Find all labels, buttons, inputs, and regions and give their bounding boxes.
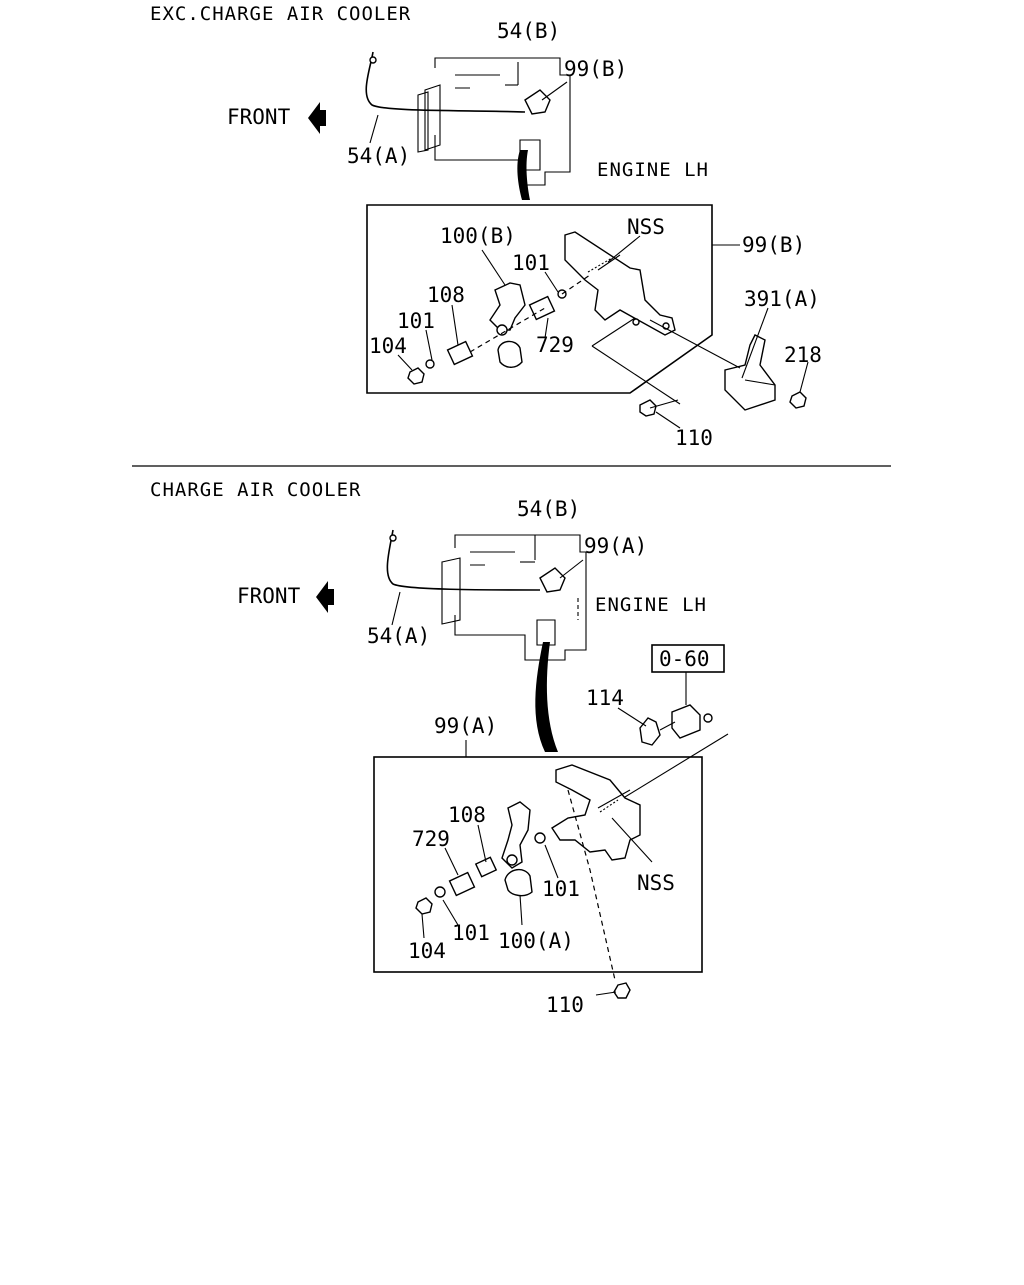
callout-104-lower: 104: [408, 939, 446, 963]
upper-bolt-110: [591, 317, 681, 429]
callout-nss-lower: NSS: [637, 871, 675, 895]
callout-99b: 99(B): [742, 233, 805, 257]
callout-391a: 391(A): [744, 287, 820, 311]
reference-box-0-60: [651, 644, 725, 673]
callout-101-upper-b: 101: [397, 309, 435, 333]
lower-clip-114: [617, 704, 729, 801]
upper-bracket: [564, 231, 676, 336]
upper-section: EXC.CHARGE AIR COOLER 54(B) 99(B) 54(A) …: [150, 3, 822, 450]
callout-100b: 100(B): [440, 224, 516, 248]
lower-detail-box: [373, 756, 703, 973]
callout-100a: 100(A): [498, 929, 574, 953]
upper-nut-104: [407, 367, 425, 385]
upper-header: EXC.CHARGE AIR COOLER: [150, 3, 411, 25]
callout-54b-lower: 54(B): [517, 497, 580, 521]
upper-engine-overview: [365, 51, 571, 200]
front-label-lower: FRONT: [237, 584, 301, 608]
lower-bracket: [551, 764, 653, 981]
callout-101-lower-b: 101: [452, 921, 490, 945]
callout-729-lower: 729: [412, 827, 450, 851]
callout-218: 218: [784, 343, 822, 367]
callout-54a-lower: 54(A): [367, 624, 430, 648]
callout-108-lower: 108: [448, 803, 486, 827]
left-arrow-icon-lower: [316, 581, 334, 613]
upper-lever-100b: [481, 249, 526, 368]
lower-header: CHARGE AIR COOLER: [150, 479, 361, 501]
upper-detail-box: [366, 204, 713, 394]
lower-bushing-108: [474, 856, 498, 878]
callout-54b: 54(B): [497, 19, 560, 43]
callout-54a: 54(A): [347, 144, 410, 168]
callout-101-upper-a: 101: [512, 251, 550, 275]
upper-washer-101b: [425, 359, 435, 369]
lower-washer-101a: [534, 832, 546, 844]
front-label: FRONT: [227, 105, 291, 129]
callout-99a-top: 99(A): [584, 534, 647, 558]
lower-bolt-110: [595, 982, 631, 999]
lower-nut-104: [415, 897, 433, 915]
upper-nut-218: [789, 391, 807, 409]
callout-108: 108: [427, 283, 465, 307]
upper-bushing-108: [446, 340, 474, 366]
lower-washer-101b: [434, 886, 446, 898]
lower-engine-overview: [386, 529, 587, 752]
callout-101-lower-a: 101: [542, 877, 580, 901]
upper-bushing-729: [528, 295, 556, 321]
callout-99a: 99(A): [434, 714, 497, 738]
upper-bracket-391a: [649, 307, 776, 411]
engine-lh-label: ENGINE LH: [597, 159, 709, 181]
callout-0-60: 0-60: [659, 647, 710, 671]
callout-110: 110: [675, 426, 713, 450]
lower-section: CHARGE AIR COOLER 54(B) 99(A) 54(A) FRON…: [150, 479, 729, 1017]
callout-110-lower: 110: [546, 993, 584, 1017]
callout-nss: NSS: [627, 215, 665, 239]
lower-bushing-729: [448, 871, 476, 897]
lower-lever-100a: [501, 801, 533, 926]
callout-114: 114: [586, 686, 624, 710]
callout-99b-top: 99(B): [564, 57, 627, 81]
callout-729: 729: [536, 333, 574, 357]
callout-104: 104: [369, 334, 407, 358]
left-arrow-icon: [308, 102, 326, 134]
engine-lh-label-lower: ENGINE LH: [595, 594, 707, 616]
